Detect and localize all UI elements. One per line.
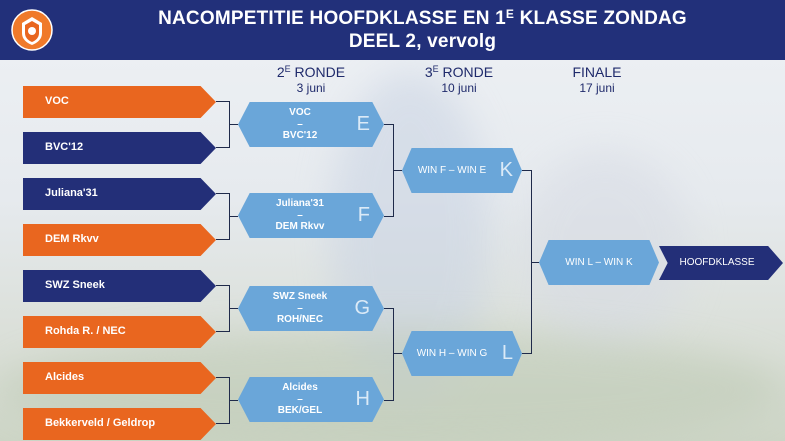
bracket-line	[393, 308, 394, 401]
bracket-line	[216, 193, 230, 194]
round-header-3: 3E RONDE 10 juni	[424, 64, 494, 95]
bracket-line	[393, 170, 402, 171]
match-e: VOC – BVC'12 E	[238, 102, 384, 147]
match-h: Alcides – BEK/GEL H	[238, 377, 384, 422]
page-subtitle: DEEL 2, vervolg	[348, 31, 497, 52]
header-bar: NACOMPETITIE HOOFDKLASSE EN 1E KLASSE ZO…	[0, 0, 785, 60]
bracket-line	[216, 285, 230, 286]
team-bvc12: BVC'12	[23, 132, 216, 164]
bracket-line	[216, 423, 230, 424]
bracket-line	[216, 331, 230, 332]
bracket-line	[384, 308, 394, 309]
result-hoofdklasse: HOOFDKLASSE	[659, 246, 783, 280]
team-swz-sneek: SWZ Sneek	[23, 270, 216, 302]
match-l: WIN H – WIN G L	[402, 331, 522, 376]
match-g: SWZ Sneek – ROH/NEC G	[238, 286, 384, 331]
bracket-line	[216, 101, 230, 102]
team-bekkerveld-geldrop: Bekkerveld / Geldrop	[23, 408, 216, 440]
bracket-line	[384, 216, 394, 217]
bracket-line	[229, 216, 238, 217]
round-header-final: FINALE 17 juni	[572, 64, 622, 95]
team-dem-rkvv: DEM Rkvv	[23, 224, 216, 256]
bracket-line	[229, 308, 238, 309]
bracket-line	[522, 353, 532, 354]
team-rohda-nec: Rohda R. / NEC	[23, 316, 216, 348]
bracket-line	[216, 239, 230, 240]
bracket-line	[229, 124, 238, 125]
round-header-2: 2E RONDE 3 juni	[276, 64, 346, 95]
bracket-line	[216, 147, 230, 148]
bracket-line	[531, 262, 539, 263]
bracket-line	[384, 124, 394, 125]
bracket-line	[384, 400, 394, 401]
knvb-logo	[11, 9, 53, 51]
bracket-line	[216, 377, 230, 378]
team-alcides: Alcides	[23, 362, 216, 394]
team-juliana31: Juliana'31	[23, 178, 216, 210]
page-title: NACOMPETITIE HOOFDKLASSE EN 1E KLASSE ZO…	[158, 7, 687, 29]
bracket-line	[393, 353, 402, 354]
bracket-line	[229, 400, 238, 401]
match-f: Juliana'31 – DEM Rkvv F	[238, 193, 384, 238]
match-k: WIN F – WIN E K	[402, 148, 522, 193]
bracket-line	[522, 170, 532, 171]
match-final: WIN L – WIN K	[539, 240, 659, 285]
team-voc: VOC	[23, 86, 216, 118]
